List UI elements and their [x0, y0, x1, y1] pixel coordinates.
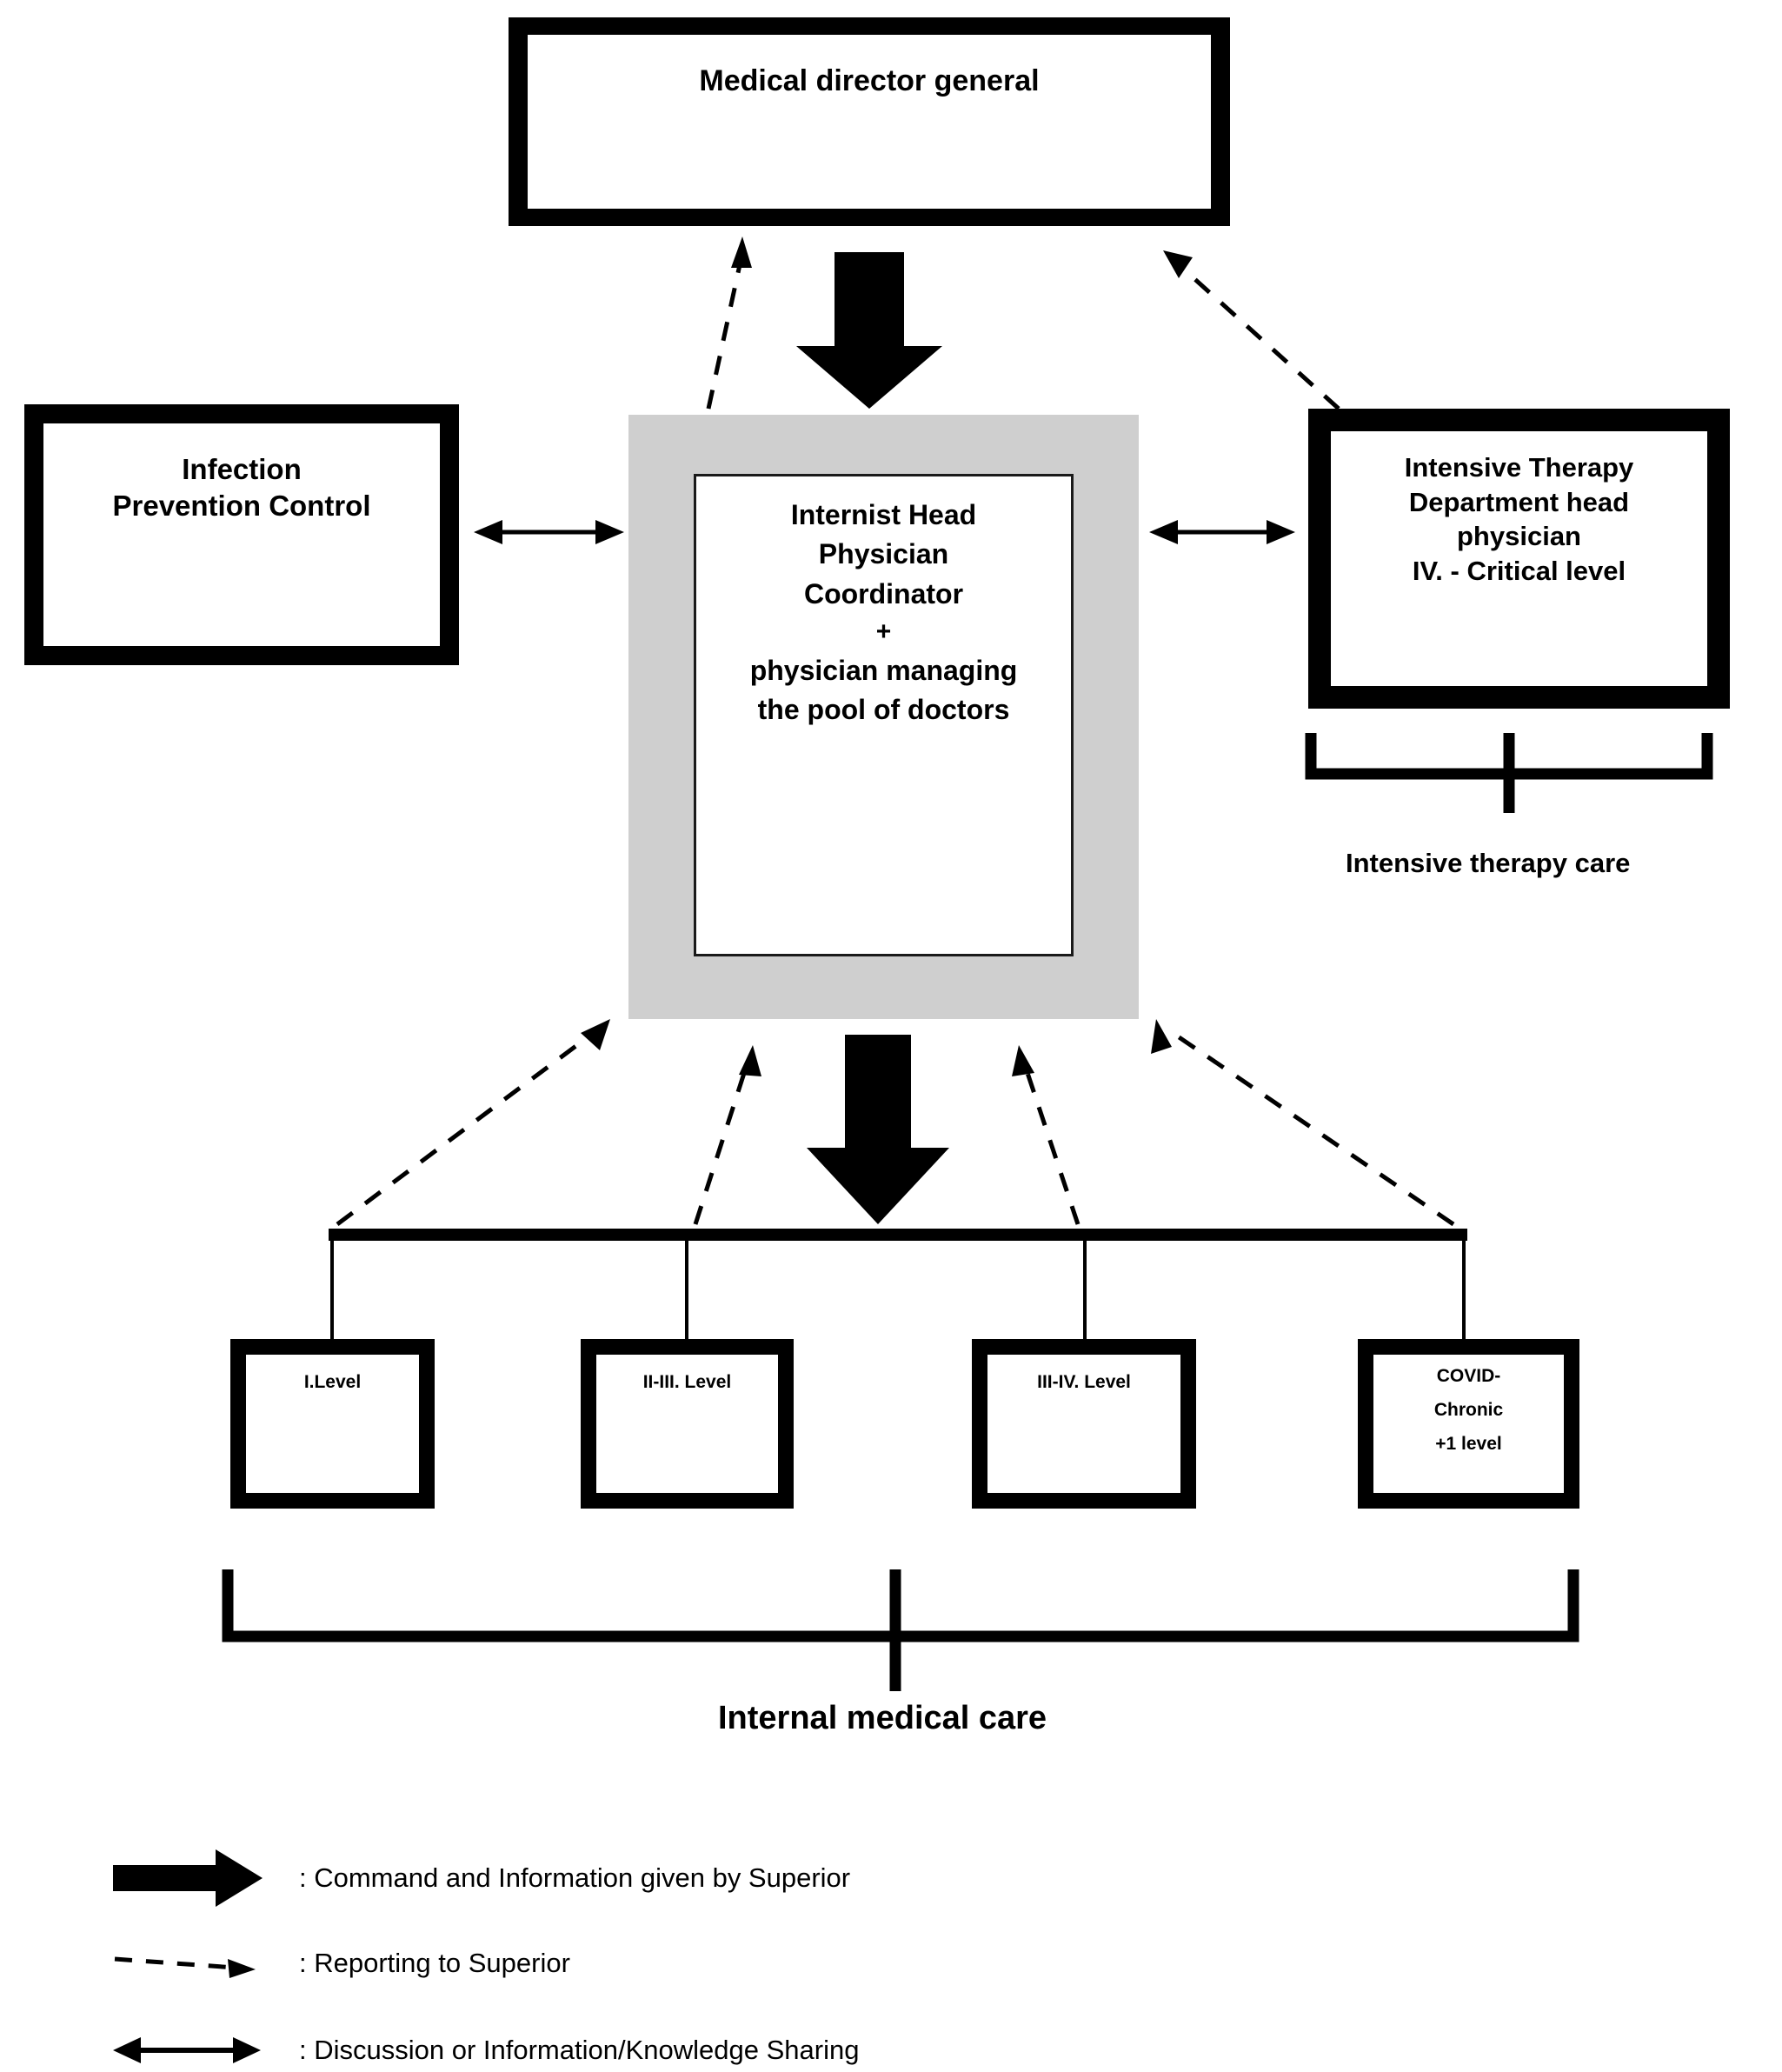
node-inner: I.Level	[246, 1355, 419, 1493]
coord-line-1: Internist Head	[790, 499, 977, 530]
command-arrow-coordinator-to-levels	[807, 1035, 949, 1224]
node-label-icu: Intensive Therapy Department head physic…	[1331, 431, 1707, 589]
sharing-arrow-ipc-coordinator	[474, 520, 624, 544]
node-level-i[interactable]: I.Level	[230, 1339, 435, 1509]
sharing-arrow-coordinator-icu	[1149, 520, 1295, 544]
ipc-line-2: Prevention Control	[112, 490, 371, 523]
node-level-ii-iii[interactable]: II-III. Level	[581, 1339, 794, 1509]
coord-line-2: Physician	[818, 538, 949, 570]
node-inner: II-III. Level	[596, 1355, 778, 1493]
report-arrow-icu-to-director	[1163, 250, 1340, 410]
node-label-ipc: Infection Prevention Control	[43, 423, 440, 524]
node-level-iii-iv[interactable]: III-IV. Level	[972, 1339, 1196, 1509]
node-label-level-iii-iv: III-IV. Level	[987, 1355, 1180, 1399]
report-arrows-levels-to-coordinator	[336, 1019, 1455, 1227]
report-arrow-coordinator-to-director	[706, 237, 752, 410]
legend-label-sharing: : Discussion or Information/Knowledge Sh…	[299, 2035, 860, 2065]
brace-label-intensive-therapy-care: Intensive therapy care	[1346, 848, 1631, 878]
legend-label-command: : Command and Information given by Super…	[299, 1862, 851, 1893]
icu-line-4: IV. - Critical level	[1412, 556, 1626, 587]
node-inner: Intensive Therapy Department head physic…	[1331, 431, 1707, 686]
dashed-arrow-icon	[113, 1933, 278, 1994]
node-label-level-covid-chronic: COVID- Chronic +1 level	[1373, 1355, 1564, 1462]
legend-item-reporting: : Reporting to Superior	[113, 1929, 1330, 1998]
legend: : Command and Information given by Super…	[113, 1843, 1330, 2072]
level-line-3: +1 level	[1435, 1433, 1502, 1454]
node-internist-head-physician-coordinator[interactable]: Internist Head Physician Coordinator + p…	[628, 415, 1139, 1019]
node-inner: Infection Prevention Control	[43, 423, 440, 646]
icu-line-2: Department head	[1408, 486, 1630, 517]
coord-line-3: Coordinator	[803, 577, 964, 610]
icu-line-3: physician	[1457, 521, 1581, 552]
level-line: III-IV. Level	[1037, 1372, 1131, 1392]
coord-plus: +	[875, 617, 892, 647]
brace-label-internal-medical-care: Internal medical care	[718, 1700, 1047, 1736]
legend-item-sharing: : Discussion or Information/Knowledge Sh…	[113, 2015, 1330, 2072]
level-line-1: COVID-	[1436, 1366, 1501, 1386]
node-inner: COVID- Chronic +1 level	[1373, 1355, 1564, 1493]
level-connector-tree	[329, 1229, 1467, 1341]
solid-block-arrow-icon	[113, 1848, 278, 1909]
node-label-level-i: I.Level	[246, 1355, 419, 1399]
level-line-2: Chronic	[1433, 1399, 1504, 1420]
ipc-line-1: Infection	[182, 453, 302, 485]
brace-intensive-therapy	[1305, 733, 1713, 813]
node-intensive-therapy-department[interactable]: Intensive Therapy Department head physic…	[1308, 409, 1730, 709]
node-medical-director-general[interactable]: Medical director general	[509, 17, 1230, 226]
brace-internal-medical-care	[222, 1569, 1579, 1691]
level-line: II-III. Level	[642, 1372, 732, 1392]
legend-item-command: : Command and Information given by Super…	[113, 1843, 1330, 1913]
node-inner: Medical director general	[528, 35, 1211, 209]
coord-line-5: the pool of doctors	[757, 694, 1010, 726]
command-arrow-director-to-coordinator	[796, 252, 942, 409]
double-headed-arrow-icon	[113, 2020, 278, 2072]
legend-label-reporting: : Reporting to Superior	[299, 1948, 570, 1978]
node-inner: Internist Head Physician Coordinator + p…	[694, 474, 1074, 956]
node-label-coordinator: Internist Head Physician Coordinator + p…	[696, 476, 1071, 730]
level-line: I.Level	[303, 1372, 362, 1392]
icu-line-1: Intensive Therapy	[1404, 452, 1634, 483]
node-label-director: Medical director general	[699, 64, 1040, 97]
node-infection-prevention-control[interactable]: Infection Prevention Control	[24, 404, 459, 665]
node-inner: III-IV. Level	[987, 1355, 1180, 1493]
node-level-covid-chronic[interactable]: COVID- Chronic +1 level	[1358, 1339, 1579, 1509]
node-label-level-ii-iii: II-III. Level	[596, 1355, 778, 1399]
coord-line-4: physician managing	[749, 654, 1018, 686]
